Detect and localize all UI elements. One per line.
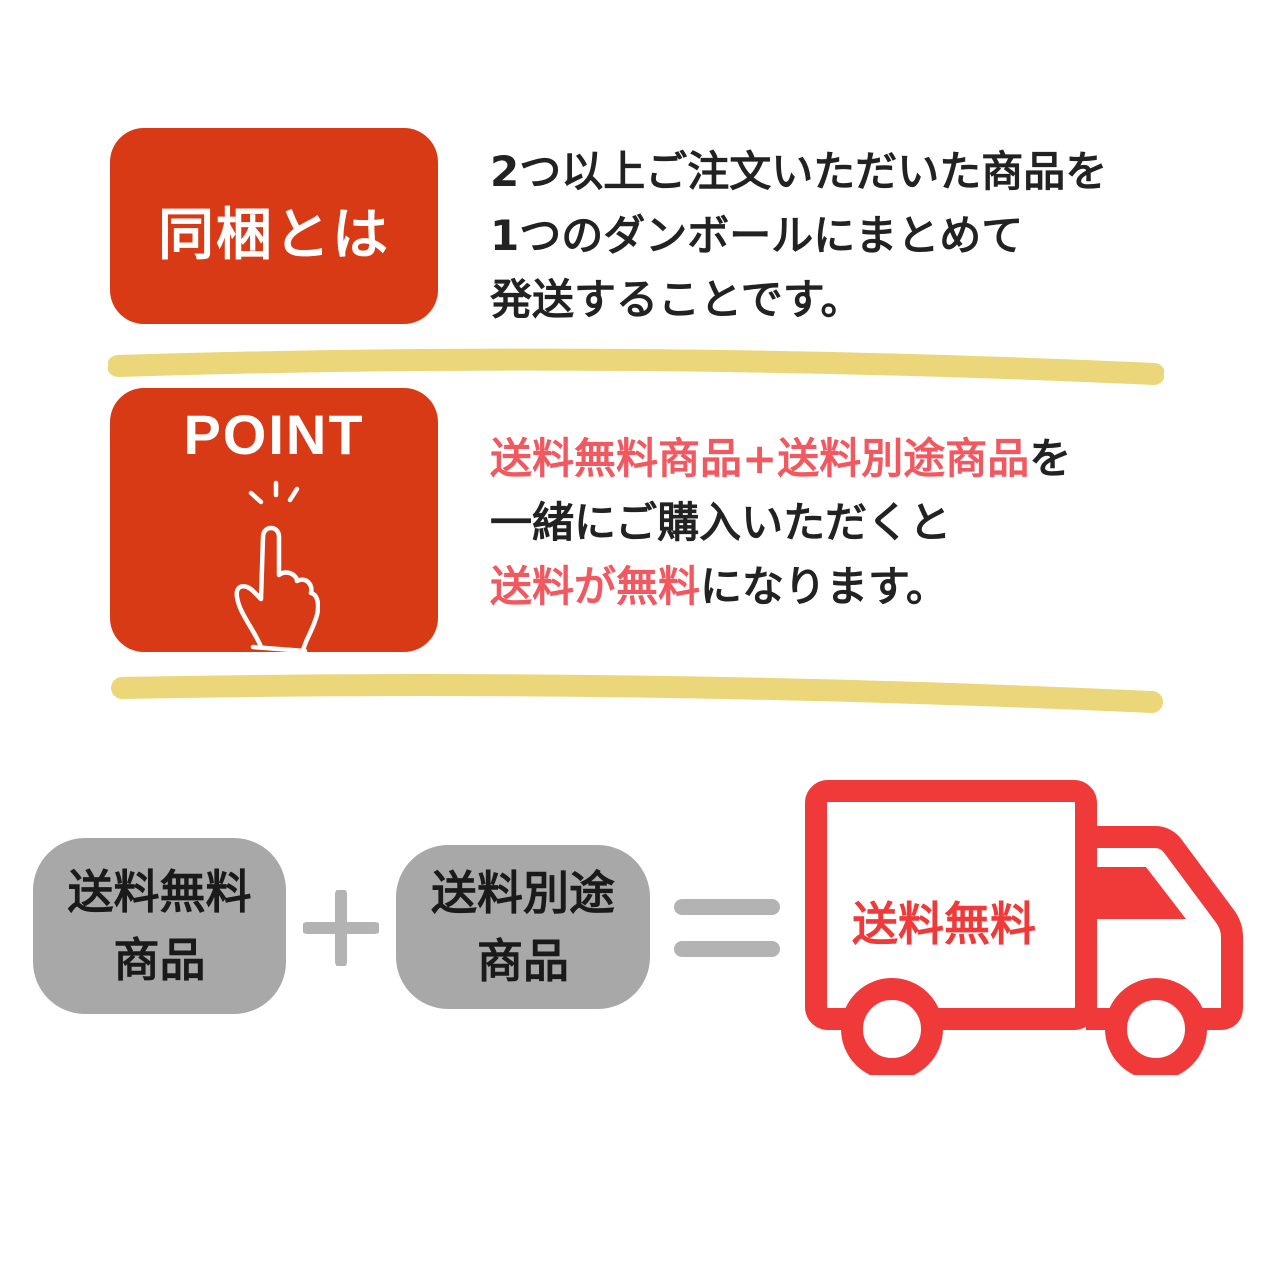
separate-shipping-item-pill: 送料別途 商品 — [396, 845, 650, 1009]
doukon-title: 同梱とは — [158, 203, 390, 268]
divider-highlight-2 — [111, 674, 1163, 713]
divider-highlight-1 — [108, 348, 1164, 385]
point-title: POINT — [183, 403, 365, 466]
separate-shipping-item-line-2: 商品 — [477, 934, 569, 988]
point-line-3-highlight: 送料が無料 — [490, 562, 701, 611]
point-line-2: 一緒にご購入いただくと — [490, 498, 952, 547]
point-line-1-highlight: 送料無料商品+送料別途商品 — [490, 434, 1030, 483]
separate-shipping-item-line-1: 送料別途 — [431, 866, 615, 920]
point-line-3-rest: になります。 — [700, 562, 948, 611]
doukon-line-2: 1つのダンボールにまとめて — [490, 211, 1024, 260]
point-line-1: 送料無料商品+送料別途商品を — [490, 427, 1180, 491]
doukon-line-3: 発送することです。 — [490, 275, 863, 324]
free-shipping-item-line-2: 商品 — [113, 933, 206, 987]
doukon-line-1: 2つ以上ご注文いただいた商品を — [490, 147, 1108, 196]
equals-icon — [674, 899, 780, 957]
point-line-1-rest: を — [1029, 434, 1072, 483]
point-line-3: 送料が無料になります。 — [490, 555, 1180, 619]
point-badge: POINT — [110, 388, 438, 652]
plus-icon — [303, 890, 379, 966]
doukon-badge: 同梱とは — [110, 128, 438, 324]
point-description: 送料無料商品+送料別途商品を 一緒にご購入いただくと 送料が無料になります。 — [490, 427, 1180, 619]
truck-free-shipping-label: 送料無料 — [852, 897, 1036, 951]
doukon-description: 2つ以上ご注文いただいた商品を 1つのダンボールにまとめて 発送することです。 — [490, 140, 1180, 332]
free-shipping-item-pill: 送料無料 商品 — [33, 838, 286, 1014]
truck-icon — [805, 780, 1243, 1075]
free-shipping-item-line-1: 送料無料 — [67, 865, 252, 919]
hand-pointer-icon — [234, 480, 320, 654]
